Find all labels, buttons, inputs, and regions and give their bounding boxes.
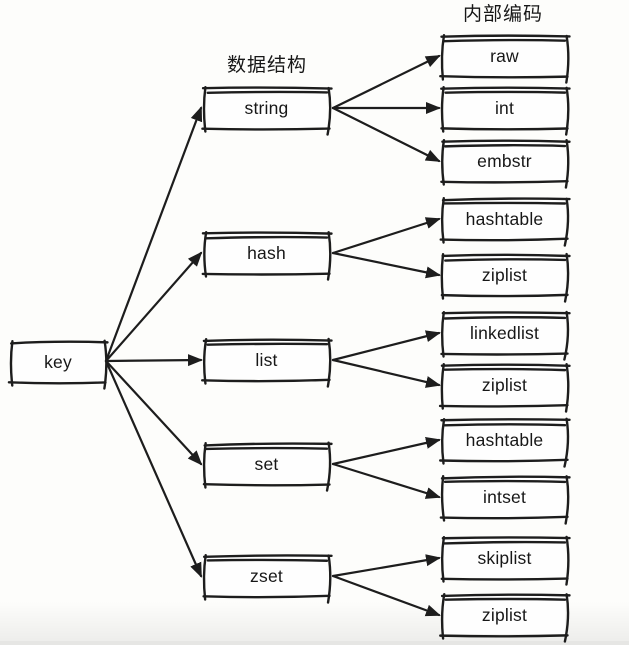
node-zset-skiplist: skiplist: [440, 535, 571, 586]
footer-band: [0, 641, 629, 645]
node-string-raw-label: raw: [490, 46, 519, 66]
column-header-internal-encoding: 内部编码: [463, 3, 543, 25]
node-hash-ziplist-label: ziplist: [482, 265, 527, 285]
edge-zset-skiplist: [331, 554, 441, 578]
node-set-hashtable-label: hashtable: [466, 430, 544, 450]
edge-hash-hashtable: [331, 217, 441, 255]
node-list-linkedlist: linkedlist: [440, 310, 571, 361]
nodes-layer: key string raw int embstr hash hashtable ziplis…: [7, 34, 571, 643]
edge-key-list: [104, 354, 203, 367]
column-header-data-structure: 数据结构: [227, 54, 307, 76]
node-string-label: string: [245, 98, 289, 118]
node-zset-ziplist: ziplist: [439, 593, 571, 643]
edge-list-linkedlist: [331, 330, 441, 362]
node-list: list: [201, 337, 333, 388]
node-string-int: int: [440, 86, 571, 136]
node-set-hashtable: hashtable: [439, 417, 571, 468]
edge-key-string: [104, 106, 203, 363]
edges-layer: [104, 54, 441, 617]
node-list-linkedlist-label: linkedlist: [470, 323, 539, 343]
node-key: key: [7, 339, 109, 390]
edge-set-hashtable: [331, 437, 441, 466]
node-zset-ziplist-label: ziplist: [482, 605, 527, 625]
edge-set-intset: [331, 462, 441, 499]
node-set-label: set: [255, 454, 279, 474]
node-hash-ziplist: ziplist: [440, 252, 571, 303]
node-string-embstr-label: embstr: [477, 151, 532, 171]
node-string-embstr: embstr: [440, 139, 571, 189]
edge-string-raw: [331, 54, 441, 110]
edge-key-hash: [104, 251, 203, 363]
node-zset-label: zset: [250, 566, 283, 586]
edge-string-embstr: [331, 106, 441, 163]
node-set: set: [202, 441, 333, 492]
node-string-raw: raw: [439, 34, 571, 84]
edge-key-set: [104, 359, 203, 466]
node-hash-label: hash: [247, 243, 286, 263]
node-string: string: [201, 86, 333, 136]
node-hash-hashtable: hashtable: [439, 197, 571, 247]
node-set-intset: intset: [439, 475, 571, 525]
node-zset-skiplist-label: skiplist: [477, 548, 531, 568]
node-hash: hash: [201, 231, 333, 281]
node-zset: zset: [202, 554, 333, 604]
edge-key-zset: [104, 359, 203, 578]
node-list-label: list: [255, 350, 277, 370]
edge-list-ziplist: [331, 358, 441, 388]
node-list-ziplist: ziplist: [438, 362, 571, 413]
node-string-int-label: int: [495, 98, 514, 118]
node-set-intset-label: intset: [483, 487, 526, 507]
node-hash-hashtable-label: hashtable: [466, 209, 544, 229]
edge-zset-ziplist: [331, 574, 441, 617]
node-list-ziplist-label: ziplist: [482, 375, 527, 395]
edge-hash-ziplist: [331, 251, 441, 279]
node-key-label: key: [44, 352, 72, 372]
